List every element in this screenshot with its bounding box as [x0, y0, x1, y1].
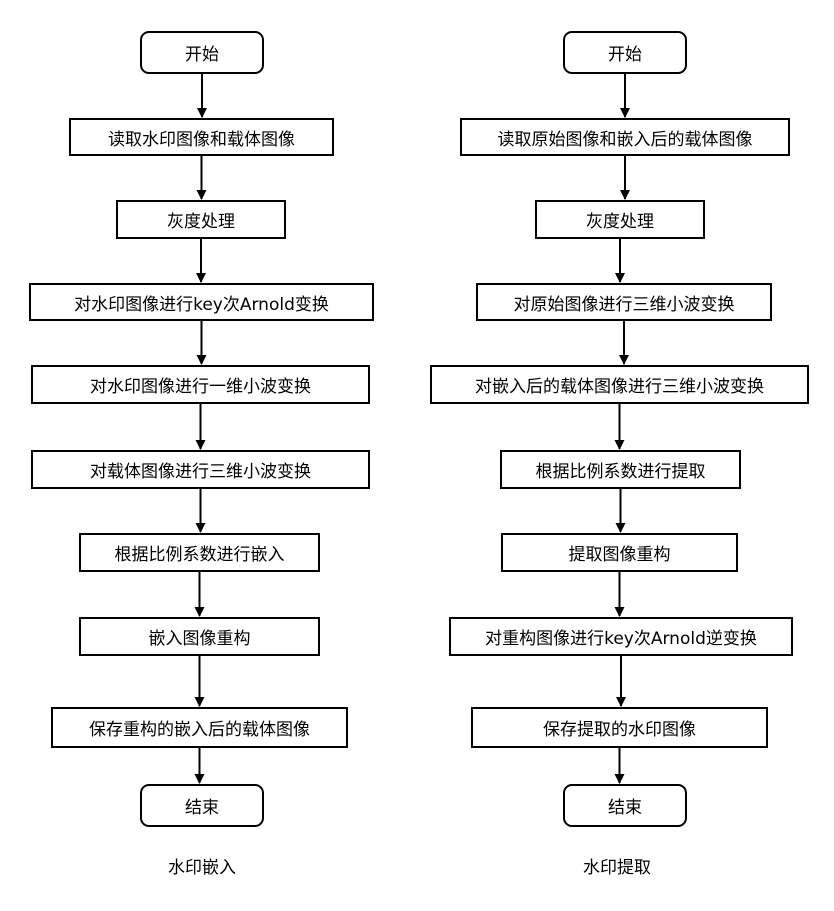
extract-step-grayscale: 灰度处理 [535, 200, 705, 239]
embed-step-1d-wavelet: 对水印图像进行一维小波变换 [31, 365, 370, 404]
extract-caption: 水印提取 [583, 858, 651, 878]
embed-step-arnold: 对水印图像进行key次Arnold变换 [29, 283, 374, 321]
extract-step-3d-wavelet-original: 对原始图像进行三维小波变换 [476, 283, 772, 321]
extract-start: 开始 [563, 31, 687, 74]
extract-step-3d-wavelet-embedded: 对嵌入后的载体图像进行三维小波变换 [430, 365, 809, 404]
extract-step-reconstruct: 提取图像重构 [501, 533, 738, 572]
extract-step-extract: 根据比例系数进行提取 [500, 450, 741, 489]
embed-start: 开始 [140, 31, 264, 74]
extract-step-inverse-arnold: 对重构图像进行key次Arnold逆变换 [449, 617, 793, 656]
extract-step-save: 保存提取的水印图像 [471, 707, 768, 748]
embed-step-save: 保存重构的嵌入后的载体图像 [51, 707, 348, 748]
extract-step-read-images: 读取原始图像和嵌入后的载体图像 [460, 118, 790, 156]
embed-caption: 水印嵌入 [168, 858, 236, 878]
embed-step-reconstruct: 嵌入图像重构 [79, 617, 320, 656]
embed-step-3d-wavelet: 对载体图像进行三维小波变换 [31, 450, 370, 489]
embed-step-grayscale: 灰度处理 [116, 200, 286, 239]
embed-step-read-images: 读取水印图像和载体图像 [69, 118, 334, 156]
embed-end: 结束 [140, 784, 264, 827]
extract-end: 结束 [563, 784, 687, 827]
embed-step-embed: 根据比例系数进行嵌入 [79, 533, 320, 572]
